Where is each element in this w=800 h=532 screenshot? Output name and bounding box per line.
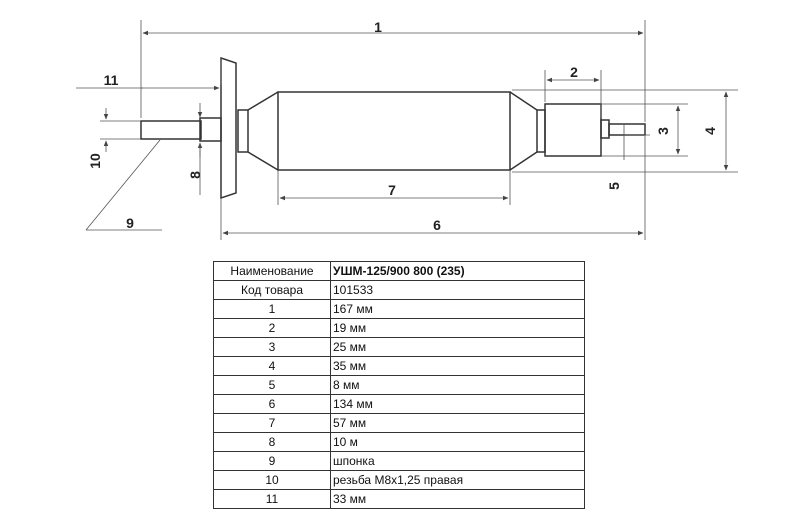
taper-right (509, 91, 538, 111)
row-value-cell: 25 мм (330, 337, 585, 357)
row-value-cell: 134 мм (330, 394, 585, 414)
row-value-cell: 10 м (330, 432, 585, 452)
shaft-collar (199, 117, 222, 142)
label-1: 1 (374, 19, 382, 35)
label-9: 9 (126, 215, 134, 231)
bushing-right (536, 109, 546, 153)
row-key-cell: 1 (213, 299, 331, 319)
row-value-cell: резьба М8х1,25 правая (330, 470, 585, 490)
bushing-left (237, 109, 249, 153)
spec-table: Наименование УШМ-125/900 800 (235) Код т… (213, 261, 585, 509)
table-header-row: Наименование УШМ-125/900 800 (235) (213, 261, 585, 281)
label-10: 10 (87, 153, 103, 169)
row-value-cell: 19 мм (330, 318, 585, 338)
row-key-cell: 4 (213, 356, 331, 376)
row-value-cell: 35 мм (330, 356, 585, 376)
threaded-shaft (140, 120, 202, 140)
row-key-cell: 6 (213, 394, 331, 414)
row-key-cell: 7 (213, 413, 331, 433)
label-7: 7 (388, 182, 396, 198)
fan-flange (220, 56, 237, 200)
header-key-cell: Наименование (213, 261, 331, 281)
row-key-cell: Код товара (213, 280, 331, 300)
row-key-cell: 11 (213, 489, 331, 509)
shaft-tip (608, 123, 646, 136)
label-8: 8 (187, 171, 203, 179)
bearing (544, 103, 602, 157)
label-5: 5 (606, 182, 622, 190)
taper-left (247, 91, 279, 111)
row-value-cell: шпонка (330, 451, 585, 471)
label-2: 2 (570, 64, 578, 80)
row-key-cell: 8 (213, 432, 331, 452)
row-key-cell: 5 (213, 375, 331, 395)
armature-core (277, 91, 511, 171)
row-value-cell: 57 мм (330, 413, 585, 433)
bearing-shoulder (600, 119, 610, 139)
row-key-cell: 3 (213, 337, 331, 357)
dimension-labels: 1 11 2 3 4 5 6 7 8 9 10 (87, 19, 718, 233)
header-value-cell: УШМ-125/900 800 (235) (330, 261, 585, 281)
rotor-outline (140, 56, 646, 200)
row-value-cell: 101533 (330, 280, 585, 300)
dimension-lines (76, 20, 738, 240)
row-key-cell: 10 (213, 470, 331, 490)
row-value-cell: 33 мм (330, 489, 585, 509)
label-3: 3 (655, 127, 671, 135)
row-value-cell: 167 мм (330, 299, 585, 319)
row-key-cell: 2 (213, 318, 331, 338)
row-value-cell: 8 мм (330, 375, 585, 395)
label-11: 11 (104, 72, 119, 88)
label-4: 4 (702, 127, 718, 135)
row-key-cell: 9 (213, 451, 331, 471)
rotor-drawing: 1 11 2 3 4 5 6 7 8 9 10 (76, 19, 738, 240)
label-6: 6 (433, 217, 441, 233)
